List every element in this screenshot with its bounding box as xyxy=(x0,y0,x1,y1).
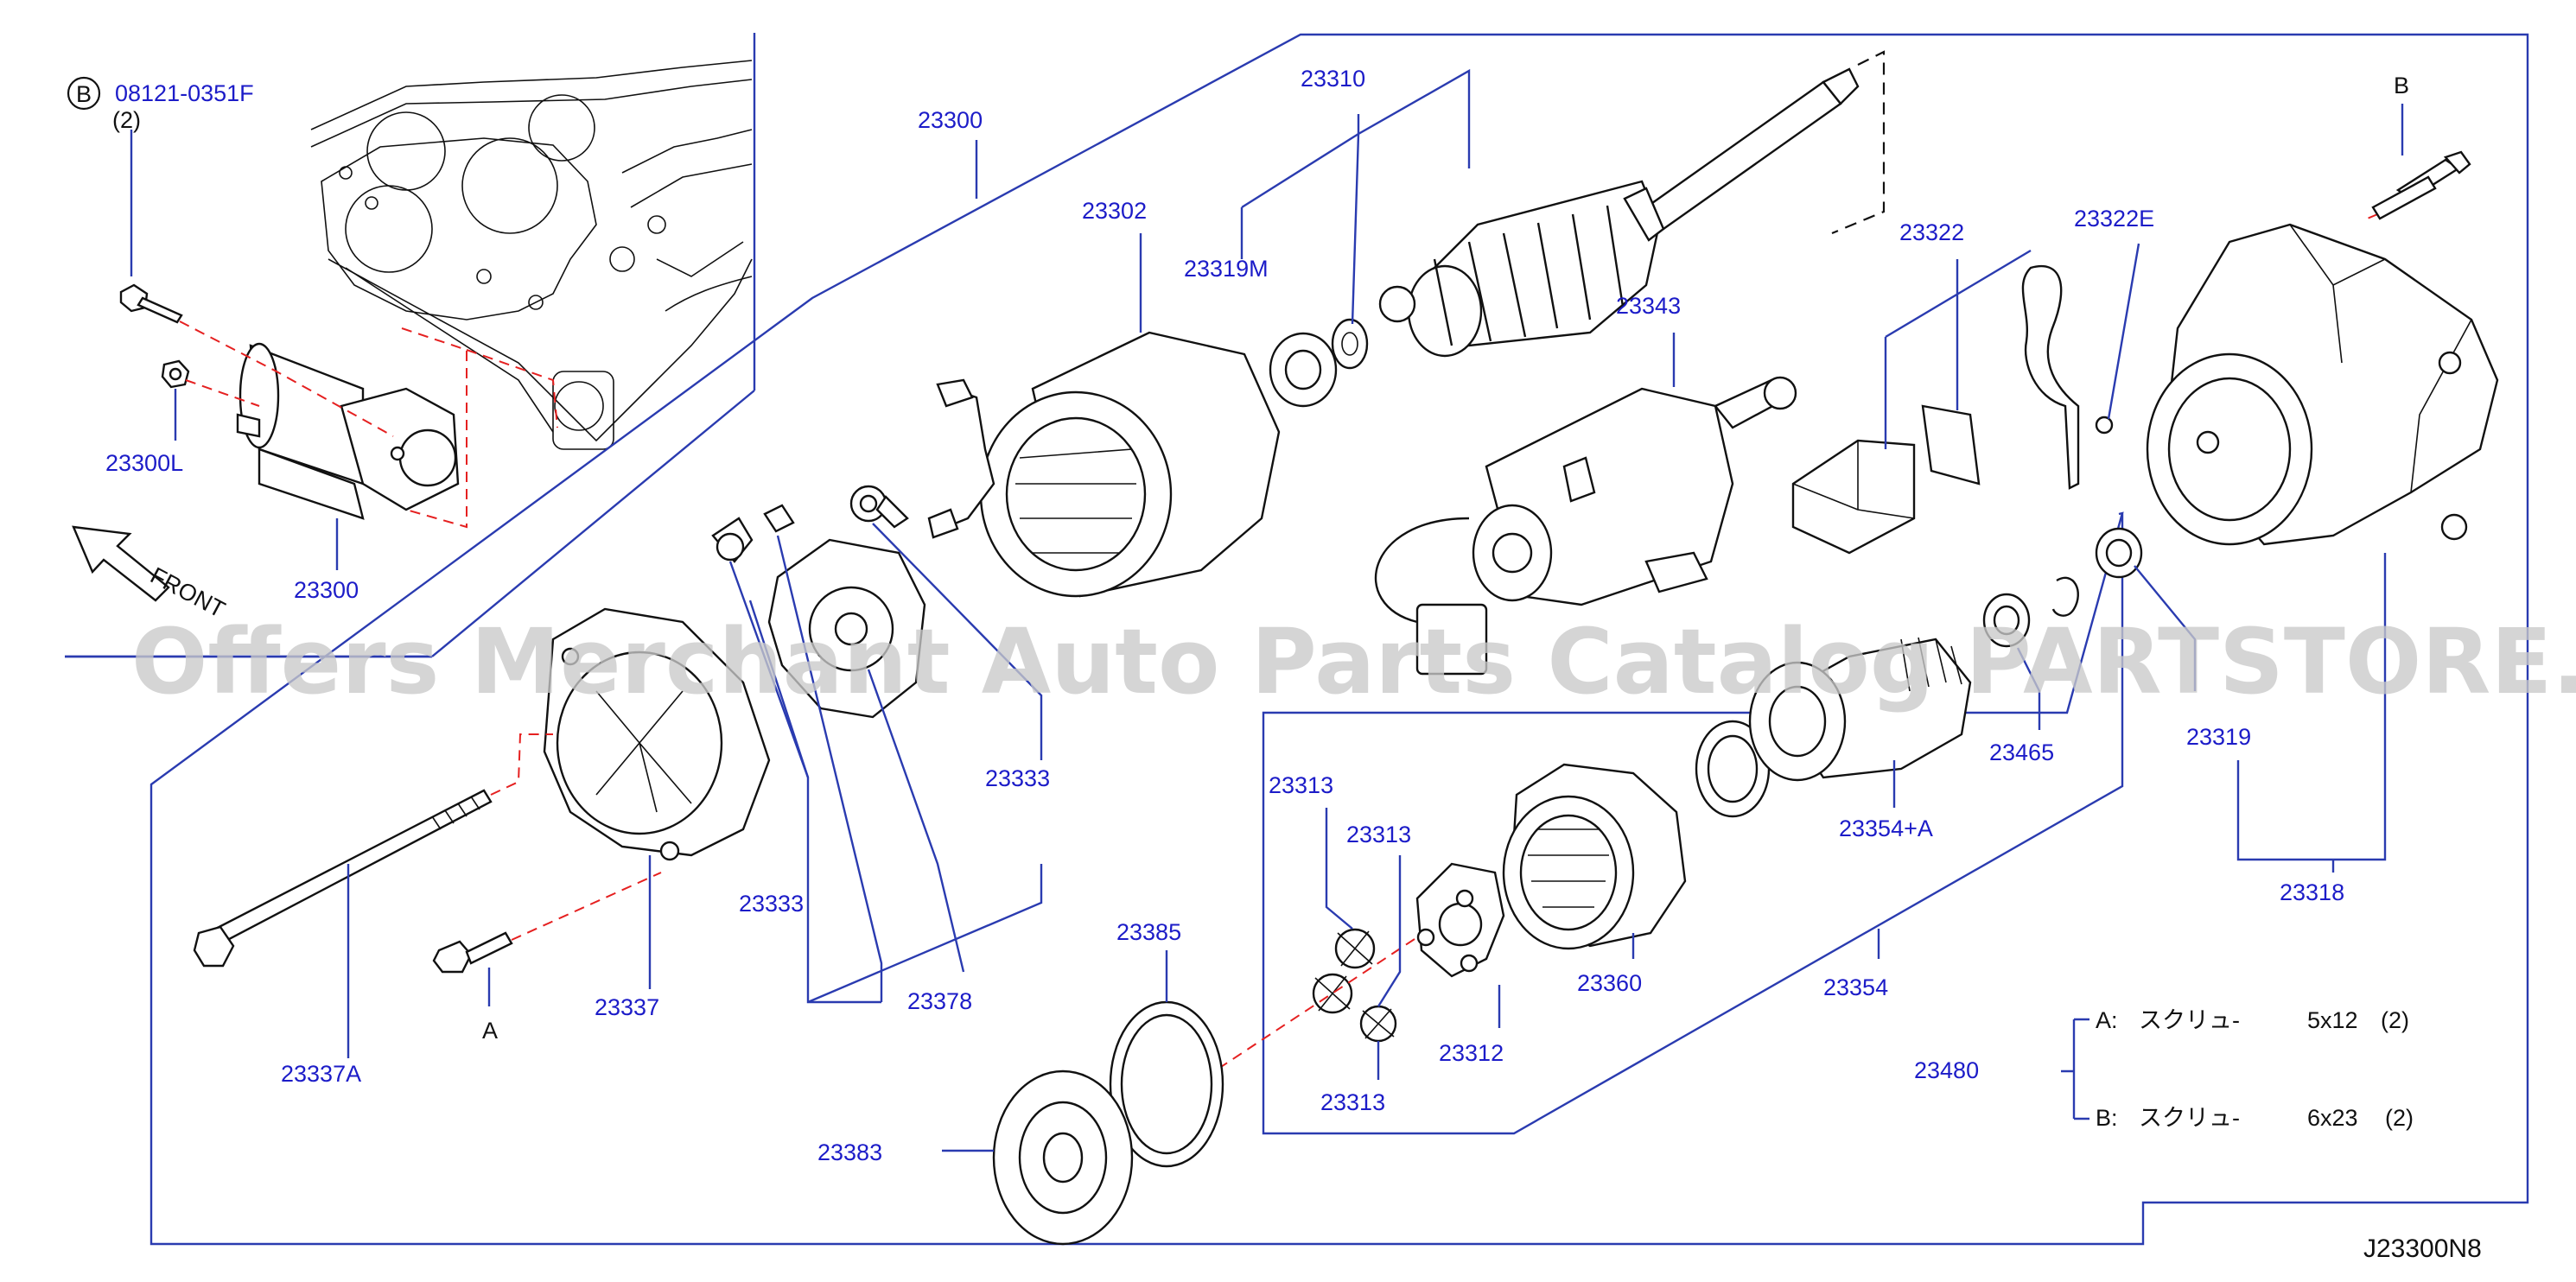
callout-quantity: (2) xyxy=(112,107,141,133)
label-23360[interactable]: 23360 xyxy=(1577,970,1642,996)
label-23322[interactable]: 23322 xyxy=(1899,219,1964,245)
leader-lines xyxy=(347,68,2404,1152)
label-23383[interactable]: 23383 xyxy=(817,1139,882,1165)
label-23313-top[interactable]: 23313 xyxy=(1269,772,1333,798)
label-23333-left[interactable]: 23333 xyxy=(739,891,804,917)
gear-23313-mid-drawing xyxy=(1312,973,1353,1014)
brush-23322-drawing xyxy=(1791,404,1981,555)
label-23319M[interactable]: 23319M xyxy=(1184,256,1269,282)
screw-a-drawing xyxy=(432,931,513,974)
screw-row-size: 6x23 xyxy=(2307,1105,2358,1131)
bearing-23319M-drawing xyxy=(1269,332,1338,408)
label-23322E[interactable]: 23322E xyxy=(2074,206,2154,232)
brush-spring-drawing xyxy=(763,504,795,533)
gear-23313-top-drawing xyxy=(1334,928,1376,969)
label-23310[interactable]: 23310 xyxy=(1301,66,1365,92)
solenoid-23343-drawing xyxy=(1374,376,1797,676)
rear-cover-23337-drawing xyxy=(543,607,771,861)
diagram-code: J23300N8 xyxy=(2363,1234,2482,1263)
internal-gear-23360-drawing xyxy=(1502,763,1687,950)
label-23343[interactable]: 23343 xyxy=(1616,293,1681,319)
screw-table: A: スクリュ- 5x12 (2) B: スクリュ- 6x23 (2) xyxy=(2096,1007,2414,1131)
label-23313-bottom[interactable]: 23313 xyxy=(1320,1089,1385,1115)
housing-23318-drawing xyxy=(2146,150,2499,546)
label-23385[interactable]: 23385 xyxy=(1116,919,1181,945)
label-08121-0351F[interactable]: 08121-0351F xyxy=(115,80,254,106)
marker-b: B xyxy=(2394,73,2409,98)
engine-block-drawing xyxy=(310,60,753,450)
screw-b-drawing xyxy=(2371,175,2437,220)
washer-23310-drawing xyxy=(1331,318,1369,370)
label-23318[interactable]: 23318 xyxy=(2280,879,2344,905)
bolt-callout: B 08121-0351F (2) xyxy=(67,76,254,133)
screw-row-qty: (2) xyxy=(2385,1105,2414,1131)
label-23337[interactable]: 23337 xyxy=(595,994,659,1020)
label-23354A[interactable]: 23354+A xyxy=(1839,816,1933,841)
label-23465[interactable]: 23465 xyxy=(1989,739,2054,765)
screw-row-key: B: xyxy=(2096,1105,2118,1131)
callout-circle-letter: B xyxy=(76,81,92,107)
front-arrow-icon xyxy=(72,525,170,602)
screw-row-key: A: xyxy=(2096,1007,2118,1033)
brush-holder-23333-left-drawing xyxy=(711,517,754,563)
watermark: Offers Merchant Auto Parts Catalog PARTS… xyxy=(131,609,2576,714)
label-23300-inset[interactable]: 23300 xyxy=(294,577,359,603)
screw-row-name: スクリュ- xyxy=(2139,1007,2240,1033)
washer-drawing xyxy=(1695,720,1771,818)
engine-inset xyxy=(65,33,756,658)
inset-bolt xyxy=(119,283,183,324)
screw-row-name: スクリュ- xyxy=(2139,1105,2240,1131)
screw-row-qty: (2) xyxy=(2381,1007,2409,1033)
assembly-frame xyxy=(149,33,2529,1246)
label-23480[interactable]: 23480 xyxy=(1914,1057,1979,1083)
screw-table-row-b: B: スクリュ- 6x23 (2) xyxy=(2096,1105,2414,1131)
marker-a: A xyxy=(482,1018,498,1044)
brush-holder-23333-right-drawing xyxy=(849,485,909,529)
label-23319[interactable]: 23319 xyxy=(2186,724,2251,750)
yoke-23302-drawing xyxy=(927,331,1281,598)
spring-23322E-drawing xyxy=(2021,265,2114,490)
label-23302[interactable]: 23302 xyxy=(1082,198,1147,224)
clutch-23354A-drawing xyxy=(1748,637,1972,782)
carrier-23312-drawing xyxy=(1415,862,1505,978)
through-bolt-23337A-drawing xyxy=(193,789,493,968)
brush-plate-23378-drawing xyxy=(767,538,926,719)
label-23300L[interactable]: 23300L xyxy=(105,450,183,476)
label-23378[interactable]: 23378 xyxy=(907,988,972,1014)
screw-row-size: 5x12 xyxy=(2307,1007,2358,1033)
collar-23465-drawing xyxy=(1982,576,2079,648)
label-23337A[interactable]: 23337A xyxy=(281,1061,361,1087)
inset-nut xyxy=(161,359,190,389)
seal-23385-drawing xyxy=(1109,1000,1224,1168)
callout-circle-icon xyxy=(67,76,101,111)
screw-table-row-a: A: スクリュ- 5x12 (2) xyxy=(2096,1007,2409,1033)
label-23312[interactable]: 23312 xyxy=(1439,1040,1504,1066)
cover-23383-drawing xyxy=(992,1069,1134,1246)
label-23300[interactable]: 23300 xyxy=(918,107,983,133)
label-23333-right[interactable]: 23333 xyxy=(985,765,1050,791)
label-23354[interactable]: 23354 xyxy=(1823,974,1888,1000)
gear-23313-bottom-drawing xyxy=(1359,1005,1397,1043)
starter-inset-drawing xyxy=(236,342,460,520)
bushing-23319-drawing xyxy=(2095,527,2143,579)
armature-drawing xyxy=(1378,50,1886,358)
label-23313-mid[interactable]: 23313 xyxy=(1346,822,1411,847)
